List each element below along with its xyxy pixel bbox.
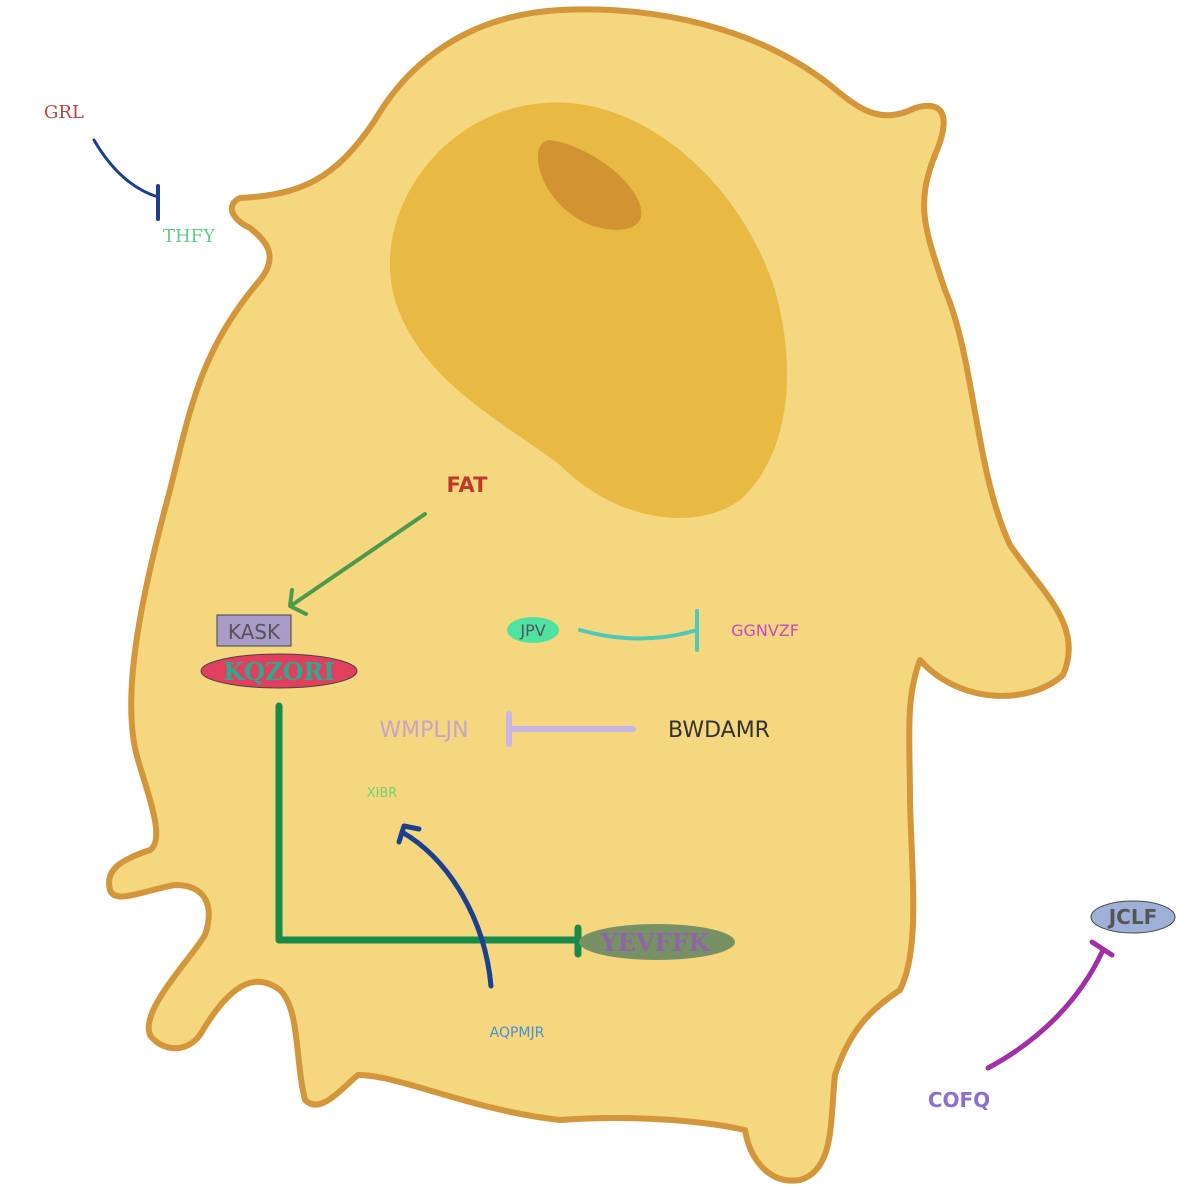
edge-grl-thfy (92, 138, 160, 199)
label-cofq: COFQ (928, 1088, 990, 1112)
kqzori-ellipse (200, 653, 358, 689)
yevffk-ellipse (579, 924, 735, 960)
edge-jpv-ggnvzf (578, 628, 699, 641)
arrowhead-xibr (396, 823, 422, 845)
label-ggnvzf: GGNVZF (731, 621, 799, 640)
edge-cofq-jclf (985, 947, 1106, 1071)
nucleolus (537, 140, 642, 230)
jpv-ellipse (507, 617, 559, 643)
inhibition-bar-jclf (1089, 939, 1115, 958)
label-aqpmjr: AQPMJR (490, 1025, 545, 1041)
label-kask: KASK (228, 620, 281, 644)
label-jclf: JCLF (1107, 905, 1158, 929)
label-wmpljn: WMPLJN (379, 718, 468, 743)
jclf-ellipse (1090, 900, 1176, 934)
label-xibr: XIBR (367, 786, 398, 801)
arrowhead-kask (288, 588, 308, 616)
cell-membrane (106, 6, 1072, 1184)
label-thfy: THFY (163, 226, 216, 247)
label-kqzori: KQZORI (223, 657, 334, 686)
edge-kqzori-yevffk (275, 702, 582, 944)
label-jpv: JPV (519, 621, 545, 640)
nucleus (389, 102, 788, 518)
edge-fat-kask (290, 512, 427, 607)
kask-box (216, 614, 292, 647)
label-fat: FAT (447, 473, 489, 497)
label-yevffk: YEVFFK (600, 928, 711, 957)
edge-aqpmjr-xibr (399, 829, 494, 989)
label-grl: GRL (44, 102, 84, 123)
label-bwdamr: BWDAMR (668, 718, 770, 743)
